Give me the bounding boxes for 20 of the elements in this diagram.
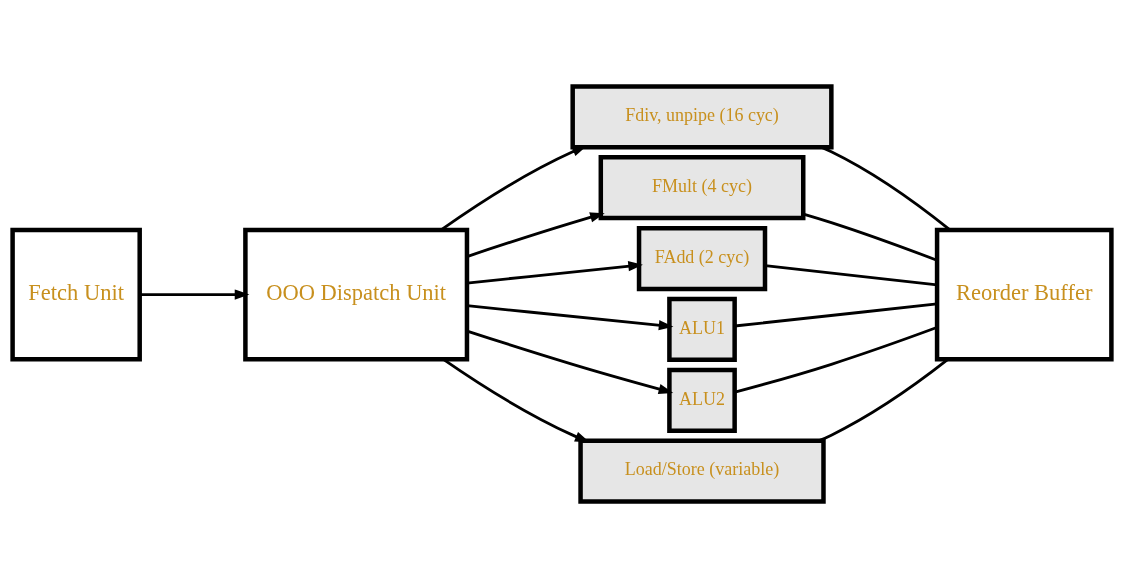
node-box: Fdiv, unpipe (16 cyc): [570, 84, 834, 150]
connector: [821, 146, 951, 231]
arrow: [466, 212, 605, 258]
connector: [734, 326, 938, 394]
arrow: [139, 289, 250, 300]
node-box: FMult (4 cyc): [598, 155, 806, 221]
arrow: [466, 261, 643, 285]
connector: [734, 302, 938, 328]
connector: [765, 264, 938, 287]
node-box: Fetch Unit: [10, 227, 142, 362]
connector: [803, 212, 938, 262]
node-box: OOO Dispatch Unit: [243, 227, 470, 362]
node-box: ALU1: [667, 296, 737, 363]
node-box: Reorder Buffer: [934, 227, 1114, 362]
arrow: [466, 329, 674, 394]
node-box: ALU2: [667, 367, 737, 433]
arrow: [466, 304, 674, 331]
connector: [818, 358, 949, 442]
node-box: Load/Store (variable): [578, 438, 826, 504]
node-box: FAdd (2 cyc): [636, 225, 768, 292]
